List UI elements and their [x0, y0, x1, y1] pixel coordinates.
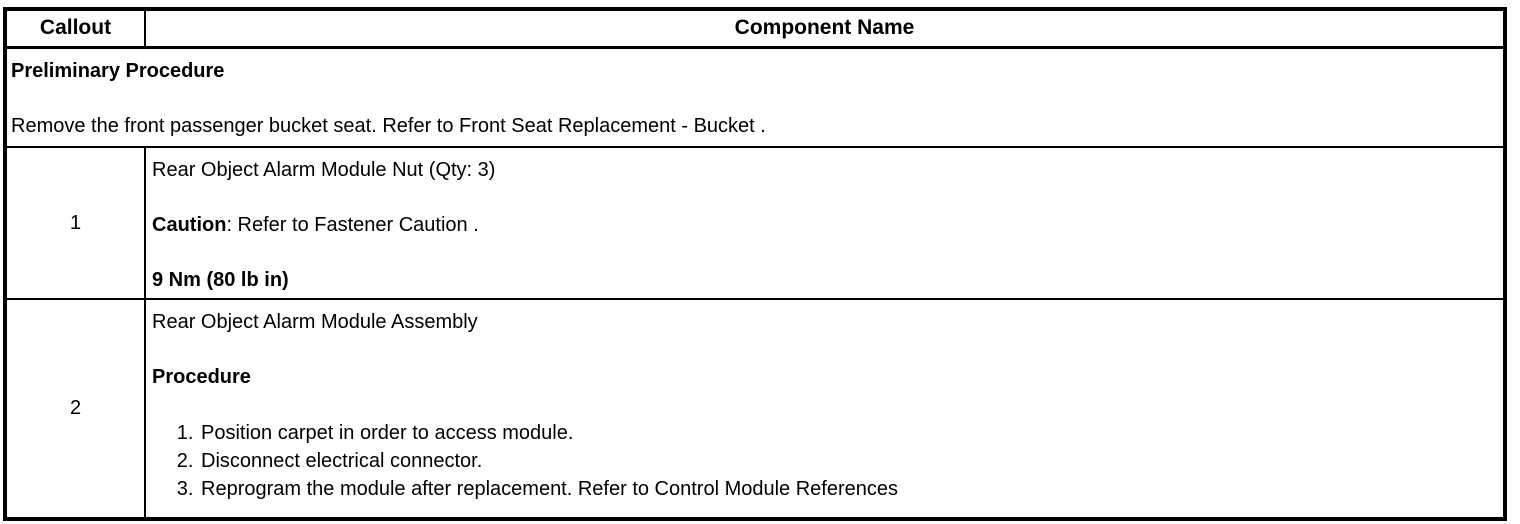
component-name: Rear Object Alarm Module Assembly — [152, 311, 478, 333]
caution-note: Caution: Refer to Fastener Caution . — [152, 212, 1493, 239]
torque-spec: 9 Nm (80 lb in) — [152, 269, 289, 291]
callout-column-header: Callout — [4, 8, 146, 49]
preliminary-procedure-row: Preliminary Procedure Remove the front p… — [4, 46, 1506, 148]
table-row: 2 Rear Object Alarm Module Assembly Proc… — [4, 298, 1506, 520]
procedure-step: Position carpet in order to access modul… — [199, 419, 1493, 447]
preliminary-procedure-text: Remove the front passenger bucket seat. … — [11, 114, 766, 137]
table-row: 1 Rear Object Alarm Module Nut (Qty: 3) … — [4, 146, 1506, 300]
preliminary-procedure-cell: Preliminary Procedure Remove the front p… — [4, 46, 1506, 148]
table-header-row: Callout Component Name — [4, 8, 1506, 49]
component-name-column-header: Component Name — [144, 8, 1506, 49]
procedure-heading: Procedure — [152, 366, 251, 388]
callout-number: 1 — [4, 146, 146, 300]
caution-label: Caution — [152, 214, 227, 236]
preliminary-procedure-title: Preliminary Procedure — [11, 59, 225, 82]
caution-text: : Refer to Fastener Caution . — [226, 214, 479, 236]
component-cell: Rear Object Alarm Module Assembly Proced… — [144, 298, 1506, 520]
callout-number: 2 — [4, 298, 146, 520]
procedure-step: Disconnect electrical connector. — [199, 447, 1493, 475]
procedure-steps-list: Position carpet in order to access modul… — [152, 419, 1493, 503]
callout-component-table: Callout Component Name Preliminary Proce… — [3, 7, 1507, 521]
component-cell: Rear Object Alarm Module Nut (Qty: 3) Ca… — [144, 146, 1506, 300]
component-name: Rear Object Alarm Module Nut (Qty: 3) — [152, 159, 496, 181]
procedure-step: Reprogram the module after replacement. … — [199, 475, 1493, 503]
